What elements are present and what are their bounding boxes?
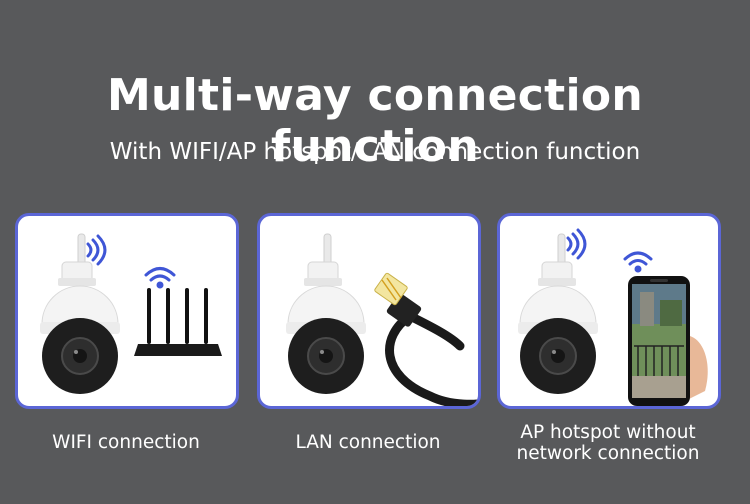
dome-camera-icon bbox=[518, 233, 598, 394]
wifi-connection-card bbox=[15, 213, 239, 409]
wifi-icon bbox=[566, 228, 587, 260]
lan-connection-caption: LAN connection bbox=[295, 432, 441, 453]
page-title: Multi-way connection function bbox=[106, 70, 644, 172]
ethernet-cable-icon bbox=[374, 272, 478, 406]
smartphone-icon bbox=[628, 276, 708, 406]
ap-hotspot-caption: AP hotspot without network connection bbox=[516, 422, 700, 464]
dome-camera-icon bbox=[40, 233, 120, 394]
ap-hotspot-illustration bbox=[518, 228, 708, 406]
wifi-connection-caption: WIFI connection bbox=[52, 432, 200, 453]
wifi-icon bbox=[623, 251, 653, 273]
dome-camera-icon bbox=[286, 233, 366, 394]
wifi-connection-illustration bbox=[40, 233, 222, 394]
wifi-icon bbox=[86, 234, 107, 266]
lan-connection-illustration bbox=[286, 233, 478, 406]
wifi-icon bbox=[144, 267, 176, 289]
router-icon bbox=[134, 288, 222, 356]
ap-hotspot-card bbox=[497, 213, 721, 409]
page-subtitle: With WIFI/AP hotspot/LAN connection func… bbox=[109, 139, 641, 165]
lan-connection-card bbox=[257, 213, 481, 409]
